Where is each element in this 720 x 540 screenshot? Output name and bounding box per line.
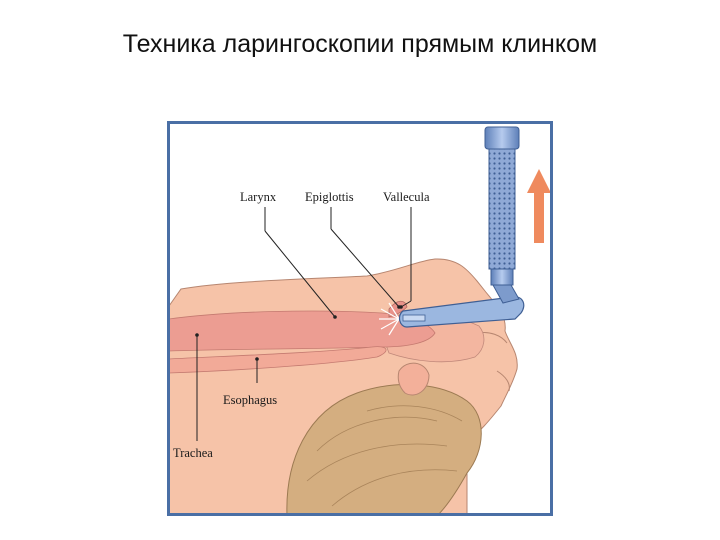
label-epiglottis: Epiglottis <box>305 190 354 204</box>
trachea-airway <box>168 310 436 352</box>
leader-dots <box>195 305 403 361</box>
laryngoscopy-illustration: Larynx Epiglottis Vallecula Esophagus Tr… <box>167 121 553 516</box>
anatomy-diagram-svg: Larynx Epiglottis Vallecula Esophagus Tr… <box>167 121 553 516</box>
leader-lines <box>196 207 412 441</box>
esophagus <box>168 346 387 374</box>
light-rays <box>379 302 400 336</box>
blade-light-bulb <box>402 314 426 322</box>
label-vallecula: Vallecula <box>383 190 430 204</box>
label-trachea: Trachea <box>173 446 213 460</box>
hair <box>286 384 482 516</box>
hair-strands <box>306 405 463 507</box>
label-larynx: Larynx <box>240 190 277 204</box>
laryngoscope-handle <box>484 126 520 304</box>
lift-arrow-icon <box>527 169 551 243</box>
figure-frame <box>167 121 553 516</box>
ear <box>397 362 430 396</box>
slide-title: Техника ларингоскопии прямым клинком <box>122 30 598 58</box>
label-esophagus: Esophagus <box>223 393 277 407</box>
